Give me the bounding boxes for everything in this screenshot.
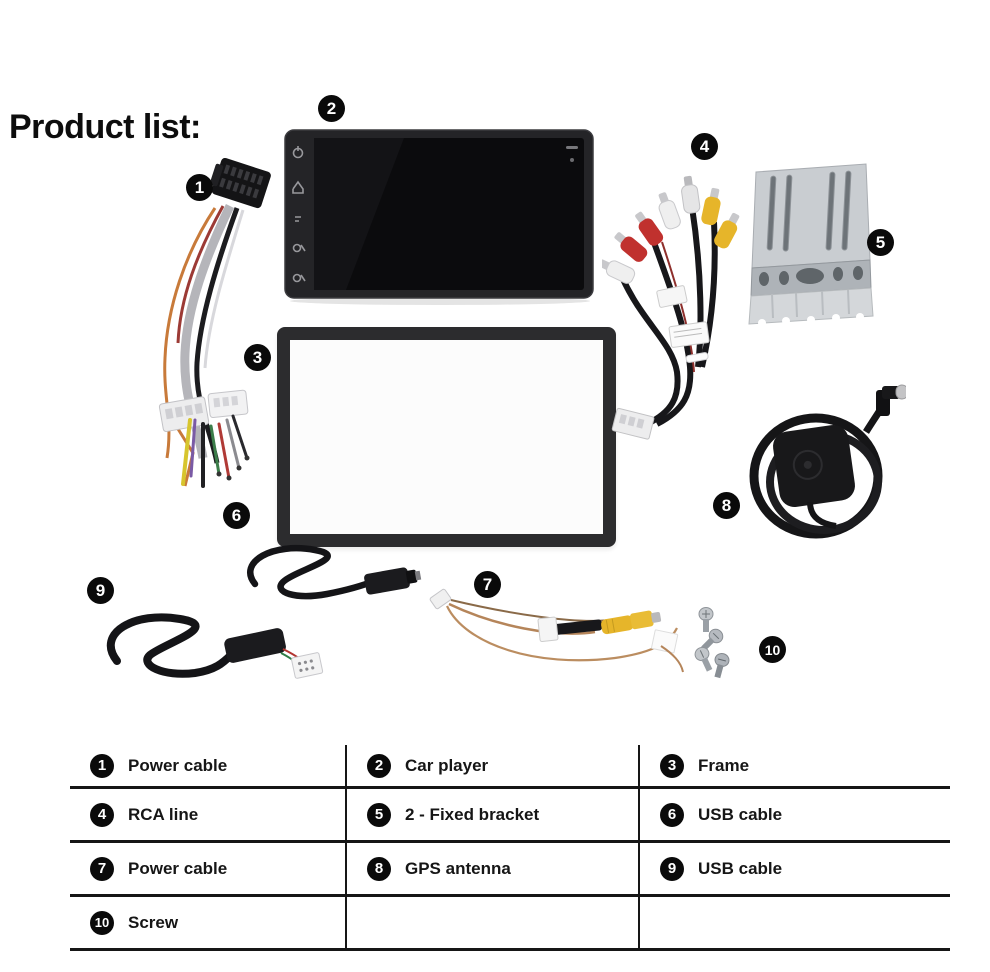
gps-connector <box>876 384 909 416</box>
table-row: 7 Power cable 8 GPS antenna 9 USB cable <box>70 843 950 897</box>
item-number-badge: 2 <box>367 753 391 778</box>
table-cell: 7 Power cable <box>70 843 345 894</box>
table-cell: 4 RCA line <box>70 789 345 840</box>
screw-photo <box>686 602 744 680</box>
item-label: 2 - Fixed bracket <box>405 804 540 824</box>
table-cell: 8 GPS antenna <box>345 843 638 894</box>
callout-8: 8 <box>713 492 740 519</box>
yellow-rca-plug <box>601 610 662 635</box>
item-label: Car player <box>405 755 489 775</box>
callout-1: 1 <box>186 174 213 201</box>
item-number-badge: 8 <box>367 856 391 881</box>
table-cell: 2 Car player <box>345 745 638 786</box>
item-number-badge: 9 <box>660 856 684 881</box>
screw <box>694 607 730 679</box>
item-label: USB cable <box>698 804 783 824</box>
table-cell: 5 2 - Fixed bracket <box>345 789 638 840</box>
callout-2: 2 <box>318 95 345 122</box>
item-label: Power cable <box>128 755 228 775</box>
item-label: RCA line <box>128 804 199 824</box>
item-number-badge: 10 <box>90 910 114 935</box>
power-cable-7-photo <box>425 582 695 674</box>
callout-9: 9 <box>87 577 114 604</box>
callout-3: 3 <box>244 344 271 371</box>
rca-plugs <box>598 175 740 284</box>
device-button-icons <box>292 146 306 283</box>
car-player-photo <box>284 129 596 307</box>
table-row: 1 Power cable 2 Car player 3 Frame <box>70 745 950 789</box>
item-number-badge: 7 <box>90 856 114 881</box>
item-number-badge: 3 <box>660 753 684 778</box>
frame-photo <box>277 327 616 547</box>
fixed-bracket-photo <box>748 160 878 328</box>
table-cell-empty <box>638 897 950 948</box>
callout-4: 4 <box>691 133 718 160</box>
callout-7: 7 <box>474 571 501 598</box>
table-cell-empty <box>345 897 638 948</box>
product-table: 1 Power cable 2 Car player 3 Frame 4 RCA… <box>70 745 950 951</box>
usb-cable-6-photo <box>235 536 425 608</box>
callout-10: 10 <box>759 636 786 663</box>
table-cell: 9 USB cable <box>638 843 950 894</box>
item-number-badge: 5 <box>367 802 391 827</box>
item-label: USB cable <box>698 858 783 878</box>
item-number-badge: 6 <box>660 802 684 827</box>
table-cell: 3 Frame <box>638 745 950 786</box>
power-cable-1-photo <box>145 157 275 488</box>
callout-5: 5 <box>867 229 894 256</box>
item-number-badge: 4 <box>90 802 114 827</box>
item-label: Power cable <box>128 858 228 878</box>
item-label: GPS antenna <box>405 858 511 878</box>
item-number-badge: 1 <box>90 753 114 778</box>
table-cell: 10 Screw <box>70 897 345 948</box>
page-title: Product list: <box>9 108 201 146</box>
item-label: Frame <box>698 755 750 775</box>
callout-6: 6 <box>223 502 250 529</box>
rca-line-photo <box>598 162 752 444</box>
table-cell: 1 Power cable <box>70 745 345 786</box>
table-cell: 6 USB cable <box>638 789 950 840</box>
usb-cable-9-photo <box>95 603 327 693</box>
table-row: 10 Screw <box>70 897 950 951</box>
gps-antenna-photo <box>738 380 909 552</box>
item-label: Screw <box>128 912 179 932</box>
table-row: 4 RCA line 5 2 - Fixed bracket 6 USB cab… <box>70 789 950 843</box>
